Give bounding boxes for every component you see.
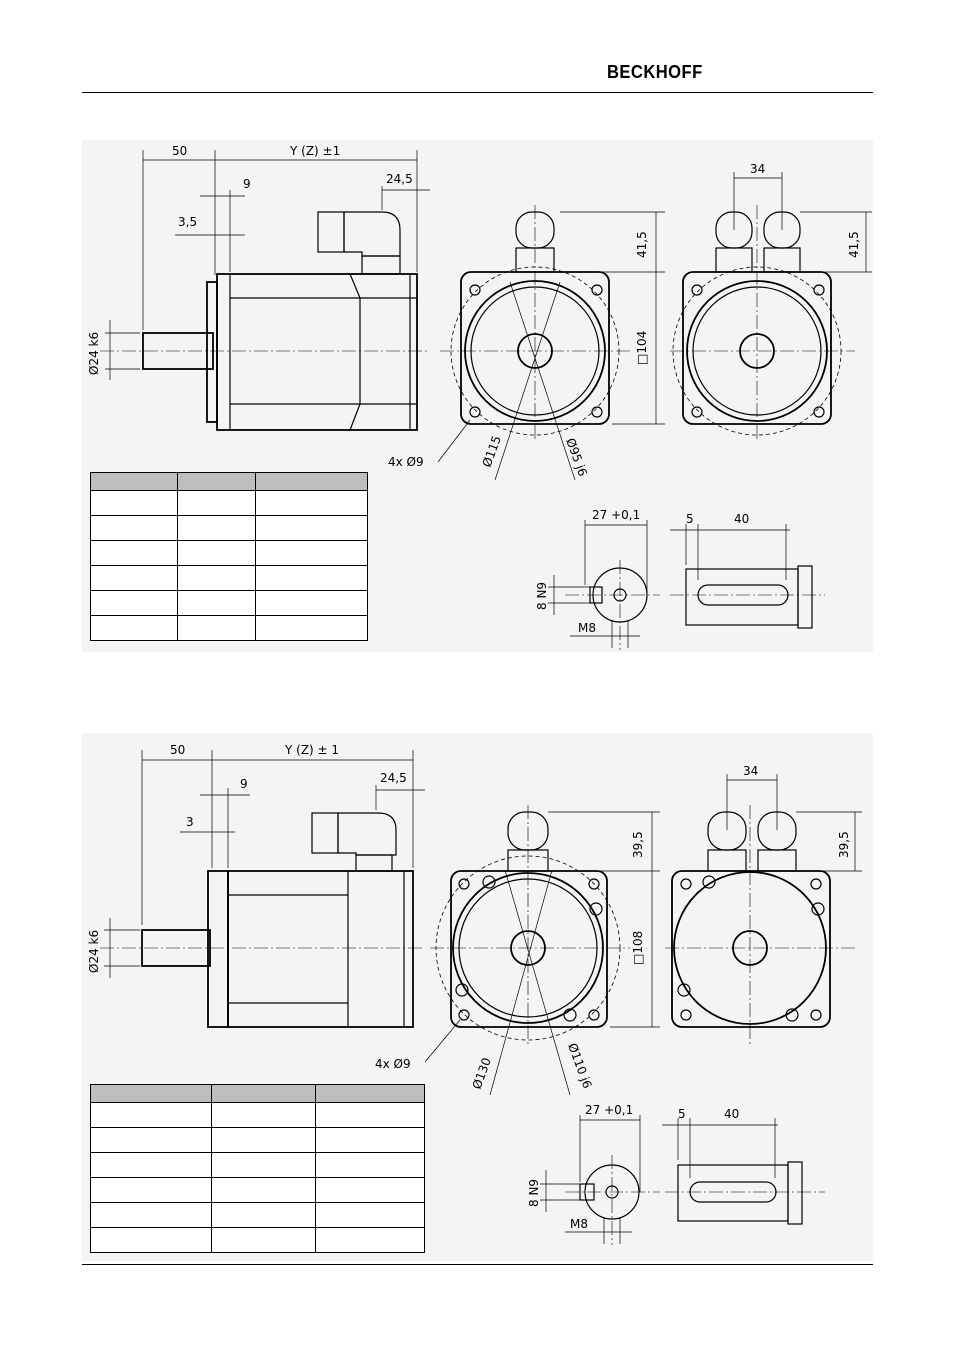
- brand-logo: BECKHOFF: [607, 62, 703, 82]
- side-view-1: 50 Y (Z) ±1 9 3,5 24,5 Ø24 k6: [87, 144, 430, 431]
- side-view-2: 50 Y (Z) ± 1 9 3 24,5 Ø24 k6: [87, 743, 425, 1028]
- dim-text: 39,5: [631, 831, 645, 858]
- dim-text: 27 +0,1: [585, 1103, 633, 1117]
- dim-text: Ø110 j6: [565, 1041, 594, 1090]
- motor-drawing-2: 50 Y (Z) ± 1 9 3 24,5 Ø24 k6 39,5: [87, 743, 862, 1245]
- dim-text: 41,5: [635, 231, 649, 258]
- dim-text: Ø24 k6: [87, 930, 101, 973]
- dim-text: □104: [635, 331, 649, 365]
- shaft-detail-1: 27 +0,1 8 N9 M8 5 40: [535, 508, 825, 650]
- dim-text: Ø130: [470, 1056, 494, 1091]
- dim-text: 41,5: [847, 231, 861, 258]
- dim-text: Y (Z) ± 1: [284, 743, 339, 757]
- dim-text: 4x Ø9: [388, 455, 424, 469]
- dim-text: 9: [240, 777, 248, 791]
- front-view-2b: 34 39,5: [665, 764, 862, 1045]
- dim-text: 27 +0,1: [592, 508, 640, 522]
- header-rule: [82, 92, 873, 93]
- dim-text: Y (Z) ±1: [289, 144, 340, 158]
- dim-text: 5: [686, 512, 694, 526]
- dim-text: 34: [743, 764, 758, 778]
- front-view-2a: 39,5 □108 4x Ø9 Ø130 Ø110 j6: [375, 805, 660, 1096]
- dim-text: Ø24 k6: [87, 332, 101, 375]
- footer-rule: [82, 1264, 873, 1265]
- dim-text: 8 N9: [527, 1179, 541, 1207]
- spec-table-2: [90, 1084, 425, 1253]
- dim-text: 5: [678, 1107, 686, 1121]
- dim-text: 3: [186, 815, 194, 829]
- shaft-detail-2: 27 +0,1 8 N9 M8 5 40: [527, 1103, 825, 1245]
- dim-text: □108: [631, 931, 645, 965]
- front-view-1a: 41,5 □104 4x Ø9 Ø115 Ø95 j6: [388, 205, 665, 481]
- spec-table-1: [90, 472, 368, 641]
- dim-text: 50: [172, 144, 187, 158]
- dim-text: 40: [724, 1107, 739, 1121]
- dim-text: 3,5: [178, 215, 197, 229]
- motor-drawing-1: 50 Y (Z) ±1 9 3,5 24,5 Ø24 k6 41,5 □10: [87, 144, 872, 650]
- dim-text: 40: [734, 512, 749, 526]
- dim-text: M8: [570, 1217, 588, 1231]
- dim-text: 39,5: [837, 831, 851, 858]
- dim-text: 4x Ø9: [375, 1057, 411, 1071]
- dim-text: 24,5: [380, 771, 407, 785]
- dim-text: 9: [243, 177, 251, 191]
- dim-text: 34: [750, 162, 765, 176]
- dim-text: 50: [170, 743, 185, 757]
- dim-text: 24,5: [386, 172, 413, 186]
- front-view-1b: 34 41,5: [670, 162, 872, 440]
- dim-text: 8 N9: [535, 582, 549, 610]
- dim-text: M8: [578, 621, 596, 635]
